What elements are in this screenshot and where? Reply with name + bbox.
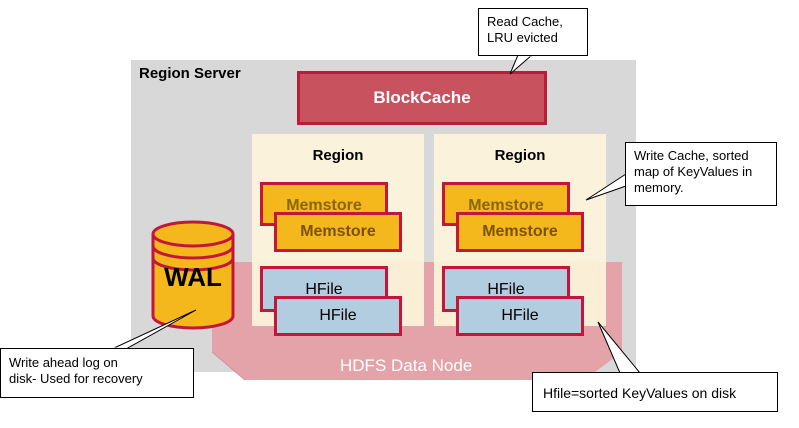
callout-line: Hfile=sorted KeyValues on disk <box>543 385 737 401</box>
hfile-label: HFile <box>319 307 357 324</box>
block-cache-label: BlockCache <box>373 88 471 107</box>
callout-line: map of KeyValues in <box>634 164 753 179</box>
callout-line: disk- Used for recovery <box>9 371 143 386</box>
callout-read-cache: Read Cache, LRU evicted <box>478 8 588 56</box>
hfile-label: HFile <box>305 281 343 298</box>
region-server-label: Region Server <box>139 65 241 82</box>
callout-write-cache: Write Cache, sorted map of KeyValues in … <box>625 142 777 206</box>
callout-hfile: Hfile=sorted KeyValues on disk <box>532 372 778 412</box>
region-1-hfile-front: HFile <box>274 296 402 336</box>
region-1-memstore-front: Memstore <box>274 212 402 252</box>
callout-line: Write Cache, sorted <box>634 148 749 163</box>
memstore-label: Memstore <box>482 223 558 240</box>
region-1-label: Region <box>312 147 364 164</box>
memstore-label: Memstore <box>300 223 376 240</box>
callout-line: LRU evicted <box>487 30 558 45</box>
memstore-label: Memstore <box>286 197 362 214</box>
region-2-memstore-front: Memstore <box>456 212 584 252</box>
wal-label: WAL <box>164 262 222 292</box>
hdfs-data-node-label: HDFS Data Node <box>340 356 473 375</box>
hfile-label: HFile <box>487 281 525 298</box>
callout-line: memory. <box>634 180 684 195</box>
callout-line: Write ahead log on <box>9 355 118 370</box>
hfile-label: HFile <box>501 307 539 324</box>
callout-wal: Write ahead log on disk- Used for recove… <box>0 348 194 398</box>
callout-line: Read Cache, <box>487 14 563 29</box>
region-2-hfile-front: HFile <box>456 296 584 336</box>
block-cache: BlockCache <box>297 71 547 125</box>
wal-cylinder-icon <box>151 220 235 330</box>
memstore-label: Memstore <box>468 197 544 214</box>
region-2-label: Region <box>494 147 546 164</box>
